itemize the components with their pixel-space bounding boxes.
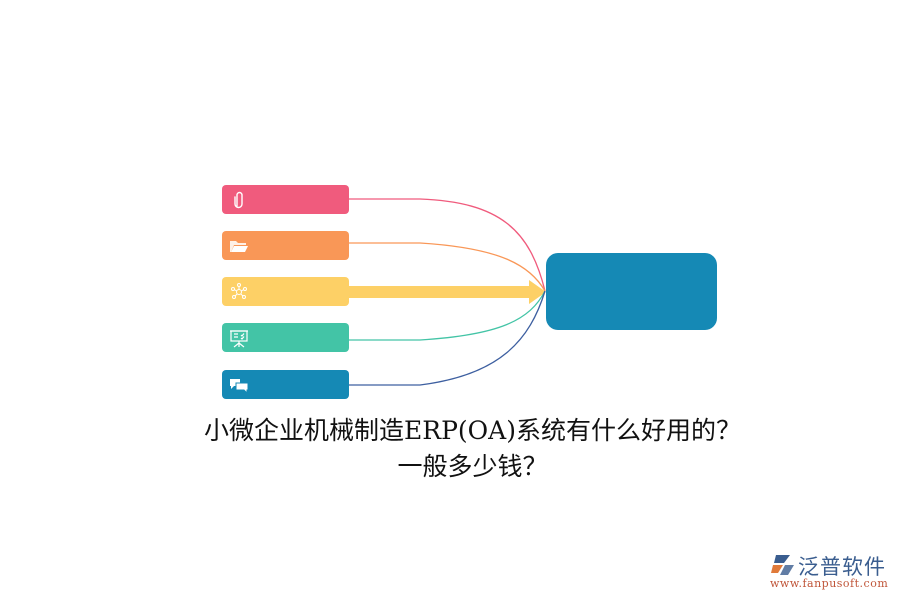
presentation-board-icon [230, 330, 248, 348]
diagram-title-line-1: 小微企业机械制造ERP(OA)系统有什么好用的？ [204, 416, 741, 445]
network-icon [231, 283, 247, 299]
watermark-url: www.fanpusoft.com [770, 577, 889, 590]
center-node[interactable] [546, 253, 717, 330]
branch-node-4[interactable] [222, 323, 349, 352]
fanpu-logo-icon [771, 555, 794, 575]
branch-node-5[interactable] [222, 370, 349, 399]
diagram-title-line-2: 一般多少钱？ [397, 452, 548, 481]
branch-node-1[interactable] [222, 185, 349, 214]
branch-node-3[interactable] [222, 277, 349, 306]
chat-bubbles-icon [230, 379, 249, 395]
watermark-logo: 泛普软件 www.fanpusoft.com [770, 553, 895, 595]
watermark-brand: 泛普软件 [798, 555, 886, 579]
branch-node-2[interactable] [222, 231, 349, 260]
paperclip-icon [234, 191, 243, 209]
folder-icon [230, 241, 248, 252]
